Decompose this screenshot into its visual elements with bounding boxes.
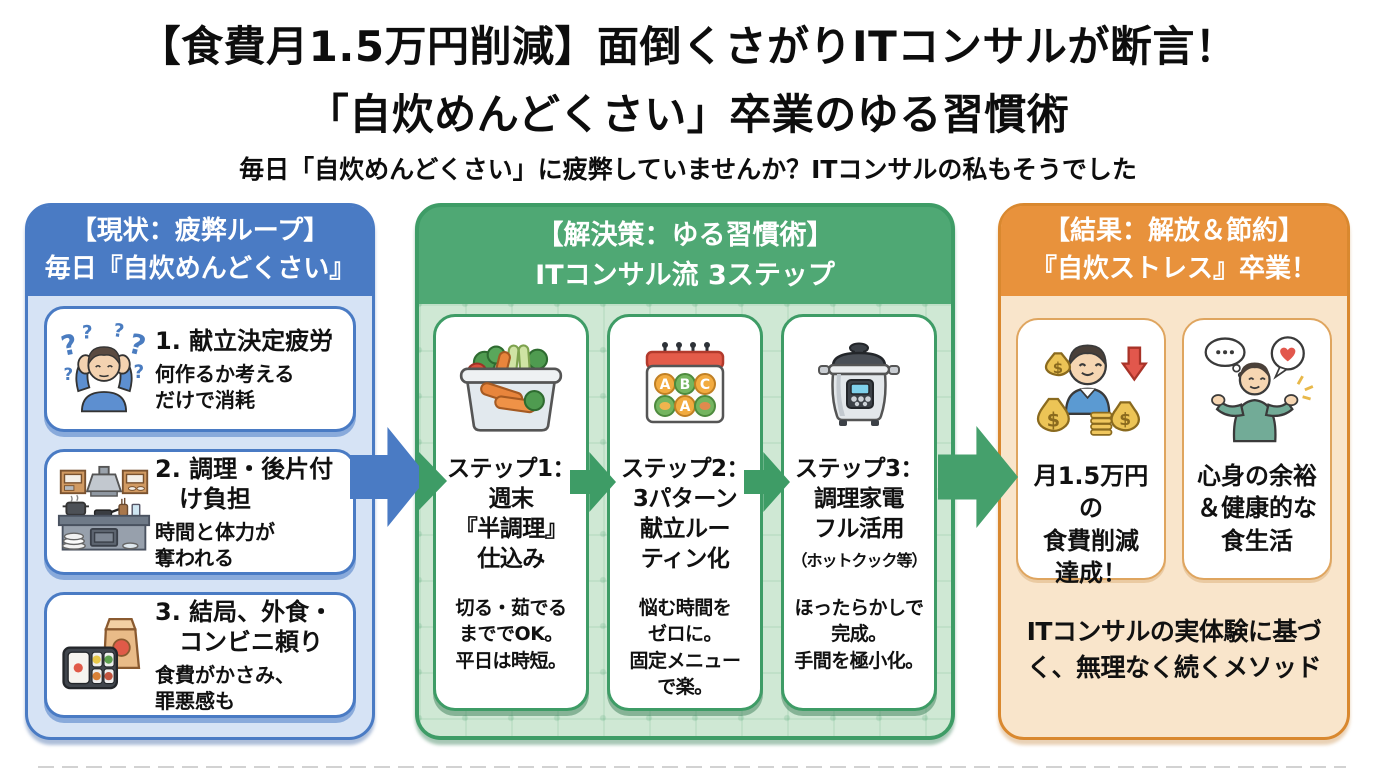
menu-calendar-icon: A B C A bbox=[615, 331, 755, 449]
step-card-1: ステップ1： 週末 『半調理』 仕込み 切る・茹でる まででOK。 平日は時短。 bbox=[433, 314, 589, 711]
wellbeing-icon bbox=[1188, 330, 1326, 452]
bottom-crop-artifact bbox=[38, 766, 1346, 768]
result-panel: 【結果：解放＆節約】 『自炊ストレス』卒業！ bbox=[998, 203, 1350, 740]
issue-card-cooking-burden: 2. 調理・後片付 け負担 時間と体力が 奪われる bbox=[44, 449, 356, 575]
step-desc: 悩む時間を ゼロに。 固定メニュー で楽。 bbox=[629, 596, 741, 699]
current-state-panel: 【現状：疲弊ループ】 毎日『自炊めんどくさい』 ? ? ? ? ? ? bbox=[25, 203, 375, 740]
svg-text:$: $ bbox=[1047, 408, 1060, 431]
svg-text:A: A bbox=[660, 377, 671, 393]
step-title: ステップ2： 3パターン 献立ルー ティン化 bbox=[620, 456, 750, 572]
step-note: （ホットクック等） bbox=[791, 550, 927, 570]
solution-panel-body: ステップ1： 週末 『半調理』 仕込み 切る・茹でる まででOK。 平日は時短。… bbox=[419, 304, 951, 736]
step-card-3: ステップ3： 調理家電 フル活用 （ホットクック等） ほったらかしで 完成。 手… bbox=[781, 314, 937, 711]
veggie-container-icon bbox=[441, 331, 581, 449]
issue-card-menu-fatigue: ? ? ? ? ? ? bbox=[44, 306, 356, 432]
current-panel-body: ? ? ? ? ? ? bbox=[28, 296, 372, 728]
issue-text: 3. 結局、外食・ コンビニ頼り 食費がかさみ、 罪悪感も bbox=[151, 597, 343, 714]
issue-text: 1. 献立決定疲労 何作るか考える だけで消耗 bbox=[151, 326, 343, 413]
page-title-line2: 「自炊めんどくさい」卒業のゆる習慣術 bbox=[306, 90, 1070, 139]
confused-person-icon: ? ? ? ? ? ? bbox=[57, 317, 151, 421]
result-panel-header: 【結果：解放＆節約】 『自炊ストレス』卒業！ bbox=[1001, 206, 1347, 296]
result-card-wellbeing: 心身の余裕 ＆健康的な 食生活 bbox=[1182, 318, 1332, 580]
svg-text:?: ? bbox=[133, 362, 144, 383]
issue-desc: 食費がかさみ、 罪悪感も bbox=[155, 662, 295, 713]
issue-text: 2. 調理・後片付 け負担 時間と体力が 奪われる bbox=[151, 454, 343, 571]
step-desc: 切る・茹でる まででOK。 平日は時短。 bbox=[455, 596, 567, 672]
issue-desc: 何作るか考える だけで消耗 bbox=[155, 361, 295, 412]
step-desc: ほったらかしで 完成。 手間を極小化。 bbox=[794, 596, 924, 672]
svg-text:$: $ bbox=[1119, 410, 1131, 430]
solution-panel-header: 【解決策：ゆる習慣術】 ITコンサル流 3ステップ bbox=[535, 220, 835, 291]
svg-text:B: B bbox=[680, 377, 691, 393]
result-card-savings: $ $ $ 月1.5万円の 食費削減 達成！ bbox=[1016, 318, 1166, 587]
issue-title: 3. 結局、外食・ コンビニ頼り bbox=[155, 597, 334, 656]
money-saving-icon: $ $ $ bbox=[1022, 330, 1160, 452]
result-panel-body: $ $ $ 月1.5万円の 食費削減 達成！ bbox=[1001, 296, 1347, 687]
step-title: ステップ1： 週末 『半調理』 仕込み bbox=[446, 456, 576, 572]
issue-card-eating-out: 3. 結局、外食・ コンビニ頼り 食費がかさみ、 罪悪感も bbox=[44, 592, 356, 718]
bento-box-icon bbox=[57, 607, 151, 703]
solution-panel: 【解決策：ゆる習慣術】 ITコンサル流 3ステップ bbox=[415, 203, 955, 740]
issue-title: 2. 調理・後片付 け負担 bbox=[155, 454, 334, 513]
result-footer-text: ITコンサルの実体験に基づ く、無理なく続くメソッド bbox=[1026, 617, 1322, 683]
svg-text:?: ? bbox=[126, 327, 150, 363]
svg-text:A: A bbox=[680, 399, 691, 415]
svg-text:$: $ bbox=[1053, 360, 1063, 377]
page-title-line1: 【食費月1.5万円削減】面倒くさがりITコンサルが断言！ bbox=[138, 22, 1238, 71]
svg-text:?: ? bbox=[58, 327, 81, 363]
result-cards-row: $ $ $ 月1.5万円の 食費削減 達成！ bbox=[1016, 318, 1332, 587]
cooking-appliance-icon bbox=[789, 331, 929, 449]
kitchen-icon bbox=[57, 464, 151, 560]
result-title: 心身の余裕 ＆健康的な 食生活 bbox=[1197, 462, 1317, 555]
step-title: ステップ3： 調理家電 フル活用 bbox=[794, 456, 924, 542]
page-subtitle: 毎日「自炊めんどくさい」に疲弊していませんか？ITコンサルの私もそうでした bbox=[239, 155, 1137, 184]
issue-desc: 時間と体力が 奪われる bbox=[155, 519, 275, 570]
result-title: 月1.5万円の 食費削減 達成！ bbox=[1033, 462, 1149, 588]
current-panel-header: 【現状：疲弊ループ】 毎日『自炊めんどくさい』 bbox=[28, 206, 372, 296]
svg-text:?: ? bbox=[82, 323, 93, 344]
svg-text:?: ? bbox=[112, 320, 125, 342]
svg-text:C: C bbox=[700, 377, 710, 393]
svg-text:?: ? bbox=[64, 365, 74, 384]
step-card-2: A B C A ステップ2： 3パターン 献立ルー ティン化 悩む時間を bbox=[607, 314, 763, 711]
issue-title: 1. 献立決定疲労 bbox=[155, 326, 334, 355]
